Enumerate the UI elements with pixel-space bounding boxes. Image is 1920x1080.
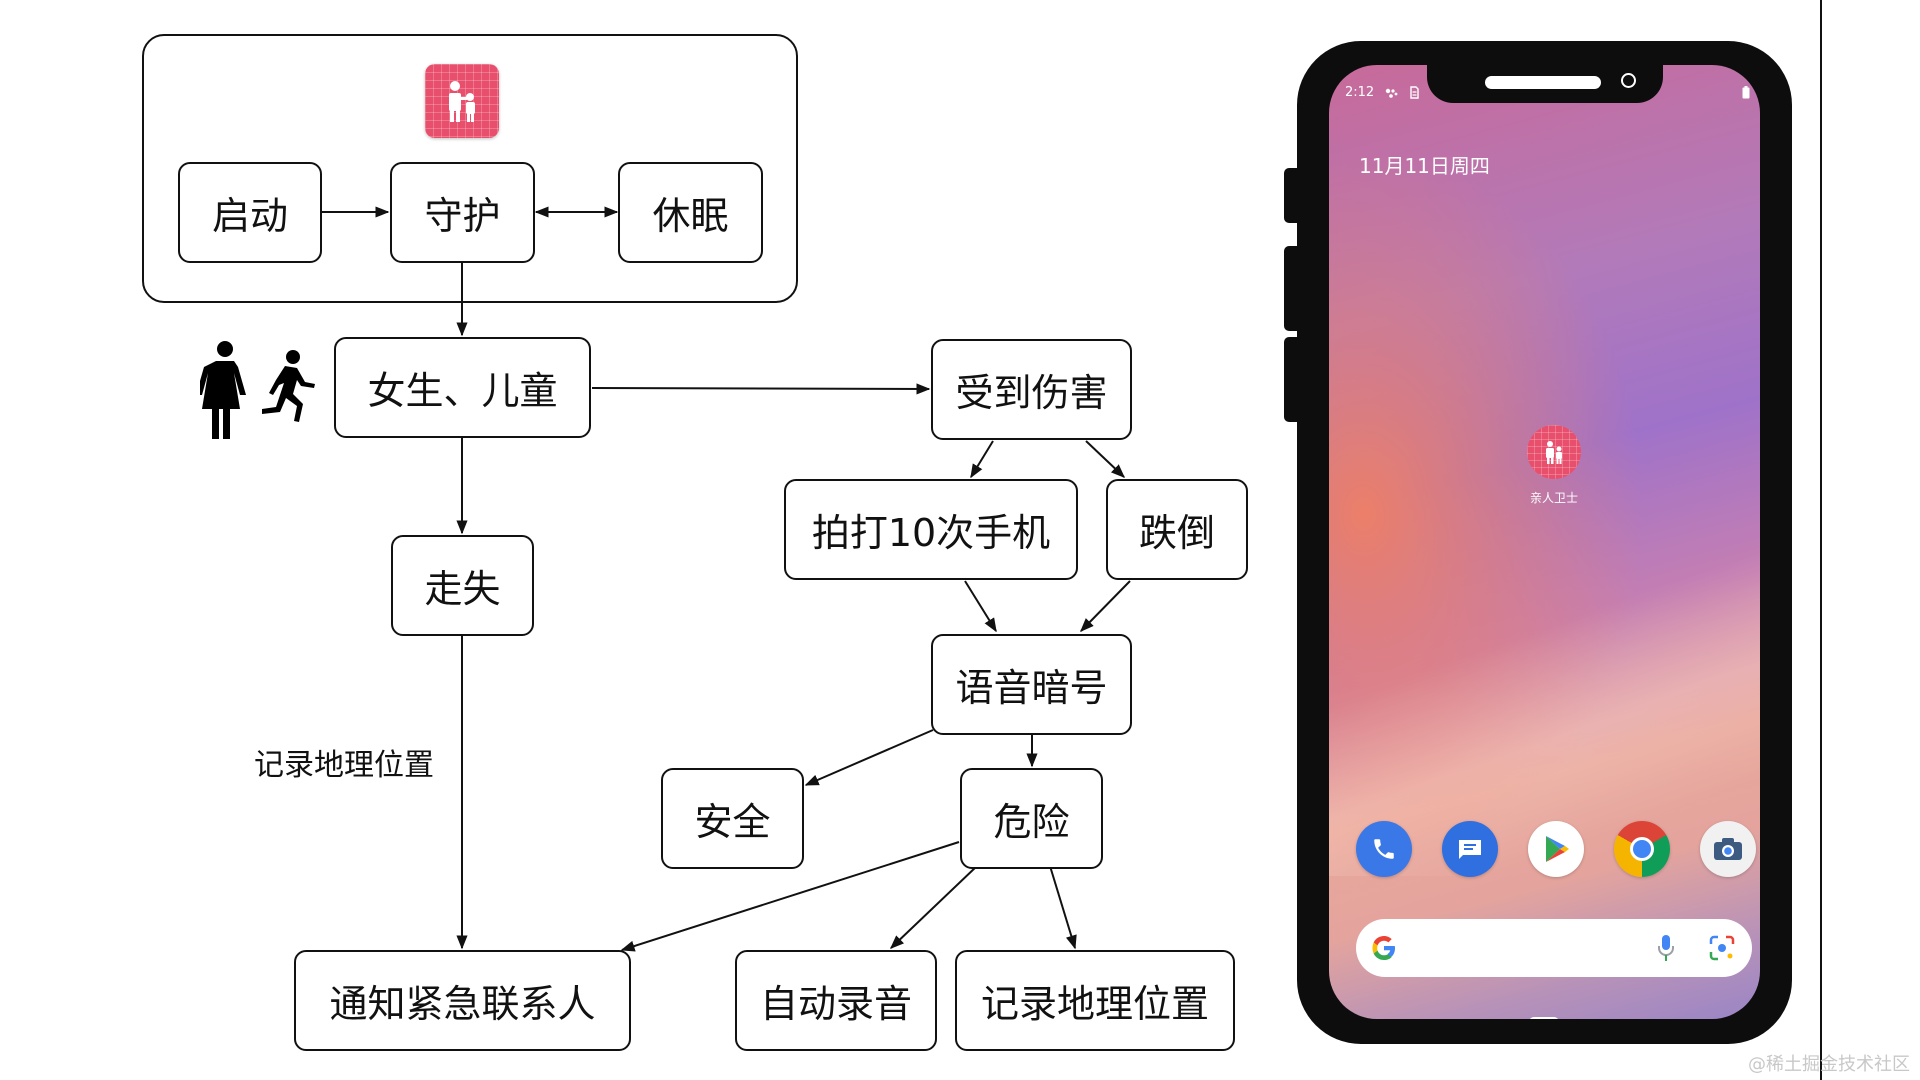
edge-danger-record-audio — [889, 865, 978, 949]
app-state-group — [142, 34, 798, 303]
node-record-location: 记录地理位置 — [955, 950, 1235, 1051]
node-fall: 跌倒 — [1106, 479, 1248, 580]
mic-icon[interactable] — [1657, 934, 1675, 962]
messages-icon[interactable] — [1442, 821, 1498, 877]
phone-mockup: 2:12 11月11日周四 亲人卫士 — [1297, 41, 1792, 1044]
camera-icon[interactable] — [1700, 821, 1756, 877]
node-hurt: 受到伤害 — [931, 339, 1132, 440]
edge-voice-safe — [804, 729, 934, 786]
edge-tap-voice — [964, 580, 997, 633]
edge-hurt-fall — [1085, 440, 1126, 478]
node-guard: 守护 — [390, 162, 535, 263]
front-camera-icon — [1621, 73, 1636, 88]
edge-danger-location — [1049, 865, 1077, 950]
app-guardian-icon[interactable] — [1527, 425, 1581, 479]
google-icon — [1372, 936, 1395, 960]
phone-notch — [1427, 65, 1663, 103]
speaker-grille — [1485, 76, 1601, 89]
node-women-children: 女生、儿童 — [334, 337, 591, 438]
node-voice-code: 语音暗号 — [931, 634, 1132, 735]
phone-side-button — [1284, 246, 1300, 331]
node-auto-record: 自动录音 — [735, 950, 937, 1051]
running-child-icon — [262, 350, 315, 422]
sim-status-icon — [1410, 86, 1419, 99]
divider-line — [1820, 0, 1822, 1080]
home-date: 11月11日周四 — [1359, 154, 1490, 178]
app-logo-icon — [425, 64, 499, 138]
edge-danger-notify — [620, 841, 960, 952]
assistant-status-icon — [1385, 88, 1398, 98]
google-search-bar[interactable] — [1356, 919, 1752, 977]
watermark: @稀土掘金技术社区 — [1748, 1054, 1910, 1075]
node-lost: 走失 — [391, 535, 534, 636]
edge-women-hurt — [591, 383, 931, 395]
phone-screen: 2:12 11月11日周四 亲人卫士 — [1329, 65, 1760, 1019]
phone-side-button — [1284, 337, 1300, 422]
node-sleep: 休眠 — [618, 162, 763, 263]
node-notify-contacts: 通知紧急联系人 — [294, 950, 631, 1051]
lens-icon[interactable] — [1708, 934, 1736, 962]
play-store-icon[interactable] — [1528, 821, 1584, 877]
edge-hurt-tap — [970, 440, 994, 479]
chrome-icon[interactable] — [1614, 821, 1670, 877]
status-time: 2:12 — [1345, 85, 1375, 100]
home-gesture-pill[interactable] — [1529, 1017, 1559, 1019]
phone-side-button — [1284, 168, 1300, 223]
edge-label-record-location: 记录地理位置 — [254, 748, 434, 783]
woman-icon — [200, 341, 246, 439]
node-danger: 危险 — [960, 768, 1103, 869]
edge-fall-voice — [1080, 580, 1131, 632]
node-tap-phone: 拍打10次手机 — [784, 479, 1078, 580]
phone-icon[interactable] — [1356, 821, 1412, 877]
node-start: 启动 — [178, 162, 322, 263]
node-safe: 安全 — [661, 768, 804, 869]
app-guardian-label: 亲人卫士 — [1529, 491, 1578, 505]
battery-icon — [1742, 86, 1750, 99]
